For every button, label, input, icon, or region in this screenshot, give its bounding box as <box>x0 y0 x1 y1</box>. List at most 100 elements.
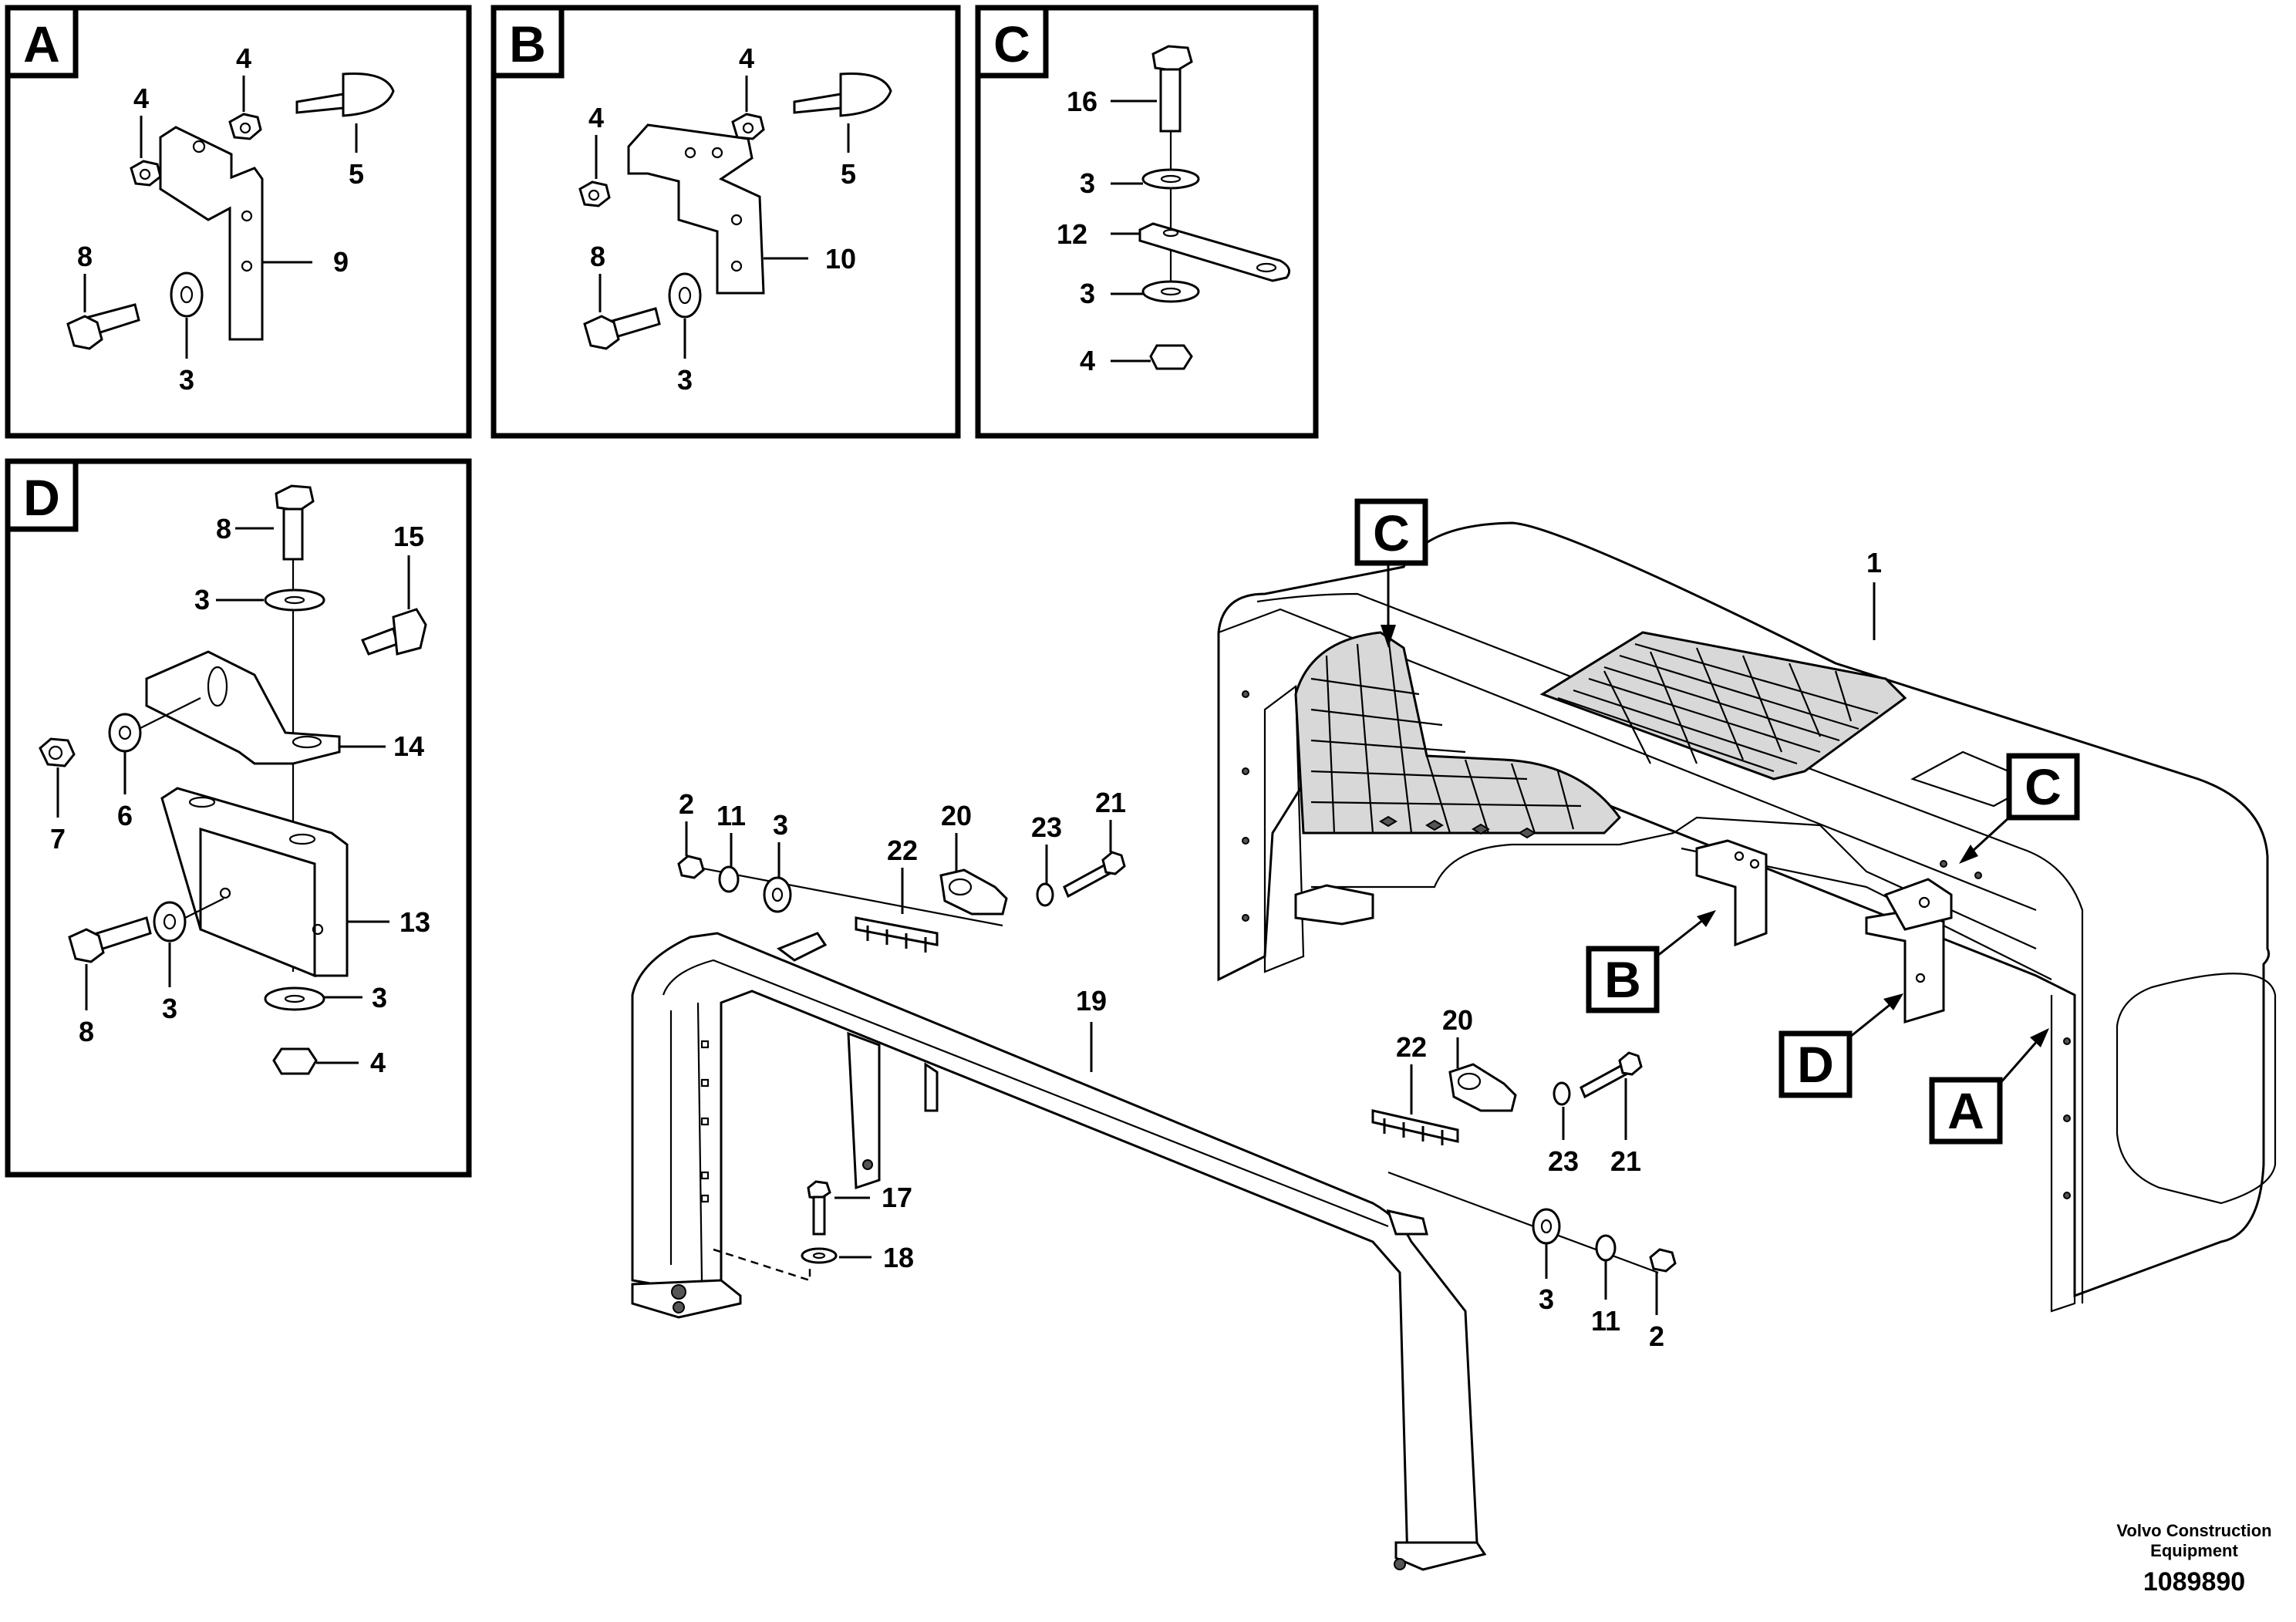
pin-15 <box>360 627 399 656</box>
label-d-bolt-top: 8 <box>216 513 231 545</box>
label-right-washer-small: 11 <box>1591 1305 1620 1337</box>
right-washer-11 <box>1595 1234 1617 1262</box>
bracket-9 <box>159 126 264 341</box>
label-foot-bolt: 17 <box>882 1182 912 1213</box>
nut-4-bottom <box>272 1047 318 1075</box>
hood-bracket-b <box>1695 839 1768 947</box>
nut-7 <box>39 737 76 767</box>
label-d-washer-side: 6 <box>117 800 133 831</box>
label-c-washer-bottom: 3 <box>1080 278 1095 309</box>
pin-5 <box>793 93 842 114</box>
detail-panel-d: D <box>5 458 472 1178</box>
callout-a: A <box>1947 1082 1984 1139</box>
label-b-nut-left: 4 <box>588 102 604 133</box>
detail-panel-b: B 4 4 5 10 8 3 <box>491 5 961 439</box>
washer-3 <box>668 272 702 319</box>
label-d-washer-top: 3 <box>194 584 210 615</box>
label-a-washer: 3 <box>179 364 194 396</box>
label-left-hinge: 20 <box>941 800 972 831</box>
washer-3-bottom <box>1141 280 1200 303</box>
label-b-washer: 3 <box>677 364 693 396</box>
right-hinge-hardware: 20 22 23 21 3 11 2 <box>1371 1004 1677 1352</box>
bolt-16 <box>1151 45 1193 73</box>
label-d-nut-bottom: 4 <box>370 1047 386 1078</box>
label-c-bolt: 16 <box>1067 86 1097 117</box>
label-d-washer-bottom: 3 <box>372 982 387 1013</box>
bracket-10 <box>627 123 765 295</box>
strap-12 <box>1138 222 1291 282</box>
label-left-washer: 3 <box>773 809 788 841</box>
label-a-pin: 5 <box>349 158 364 190</box>
callout-c-upper: C <box>1373 504 1410 561</box>
label-b-nut-top: 4 <box>739 42 754 74</box>
left-washer-3 <box>763 876 792 913</box>
left-shim-22 <box>855 916 939 953</box>
label-d-pin: 15 <box>393 521 424 552</box>
label-foot-washer: 18 <box>883 1242 914 1273</box>
label-right-nut: 2 <box>1649 1320 1664 1352</box>
label-right-bolt: 21 <box>1610 1145 1641 1177</box>
label-d-upper-bracket: 14 <box>393 730 424 762</box>
right-hinge-20 <box>1448 1063 1517 1112</box>
company-line-2: Equipment <box>2150 1541 2238 1560</box>
right-nut-2 <box>1649 1248 1677 1273</box>
nut-4-left <box>130 160 162 187</box>
panel-a-label: A <box>23 15 60 73</box>
label-left-bolt: 21 <box>1095 787 1126 818</box>
foot-washer-18 <box>801 1247 838 1264</box>
front-mesh <box>1294 631 1621 835</box>
label-d-nut: 7 <box>50 823 66 855</box>
nut-4-top <box>731 113 765 140</box>
label-b-bolt: 8 <box>590 241 605 272</box>
label-a-nut-top: 4 <box>236 42 251 74</box>
right-washer-3 <box>1532 1208 1561 1245</box>
label-left-washer-hinge: 23 <box>1031 811 1062 843</box>
left-nut-2 <box>677 855 705 879</box>
hood-assembly: C C B D A 1 <box>1217 498 2277 1313</box>
label-hood: 1 <box>1866 547 1882 578</box>
washer-3 <box>170 271 204 318</box>
label-right-hinge: 20 <box>1442 1004 1473 1036</box>
detail-panel-c: C 16 3 12 3 4 <box>975 5 1319 439</box>
right-washer-23 <box>1553 1081 1571 1106</box>
bracket-14 <box>145 650 341 765</box>
nut-4-left <box>578 180 611 207</box>
right-bolt-21 <box>1580 1062 1629 1099</box>
company-line-1: Volvo Construction <box>2116 1521 2271 1540</box>
washer-3-top <box>264 588 325 612</box>
washer-6 <box>108 713 142 753</box>
frame-foot-right <box>1394 1541 1487 1571</box>
right-shim-22 <box>1371 1109 1459 1145</box>
label-right-washer: 3 <box>1539 1283 1554 1315</box>
label-c-strap: 12 <box>1057 218 1087 250</box>
label-right-washer-hinge: 23 <box>1548 1145 1579 1177</box>
footer: Volvo Construction Equipment 1089890 <box>2116 1521 2271 1597</box>
label-d-lower-bracket: 13 <box>400 906 430 938</box>
label-a-bracket: 9 <box>333 246 349 278</box>
left-washer-11 <box>718 865 740 893</box>
callout-d: D <box>1797 1036 1834 1093</box>
label-b-pin: 5 <box>841 158 856 190</box>
frame-foot-left <box>631 1279 742 1319</box>
callout-b: B <box>1604 951 1641 1008</box>
label-left-shim: 22 <box>887 835 918 866</box>
left-hinge-20 <box>939 868 1008 916</box>
panel-d-label: D <box>23 469 60 526</box>
left-bolt-21 <box>1063 862 1112 899</box>
washer-3-side <box>153 901 187 943</box>
label-left-nut: 2 <box>679 788 694 820</box>
nut-4 <box>1149 344 1193 370</box>
left-hinge-hardware: 2 11 3 22 20 23 21 <box>677 787 1126 953</box>
label-left-washer-small: 11 <box>716 800 746 831</box>
label-frame: 19 <box>1076 985 1107 1017</box>
detail-panel-a: A 4 4 5 9 8 3 <box>5 5 472 439</box>
callout-c-lower: C <box>2025 758 2062 815</box>
label-d-bolt-side: 8 <box>79 1016 94 1047</box>
top-grille <box>1539 631 1907 781</box>
label-c-washer-top: 3 <box>1080 167 1095 199</box>
label-a-nut-left: 4 <box>133 83 149 114</box>
panel-c-label: C <box>993 15 1030 73</box>
nut-4-top <box>228 113 262 140</box>
label-d-washer-side-2: 3 <box>162 993 177 1024</box>
